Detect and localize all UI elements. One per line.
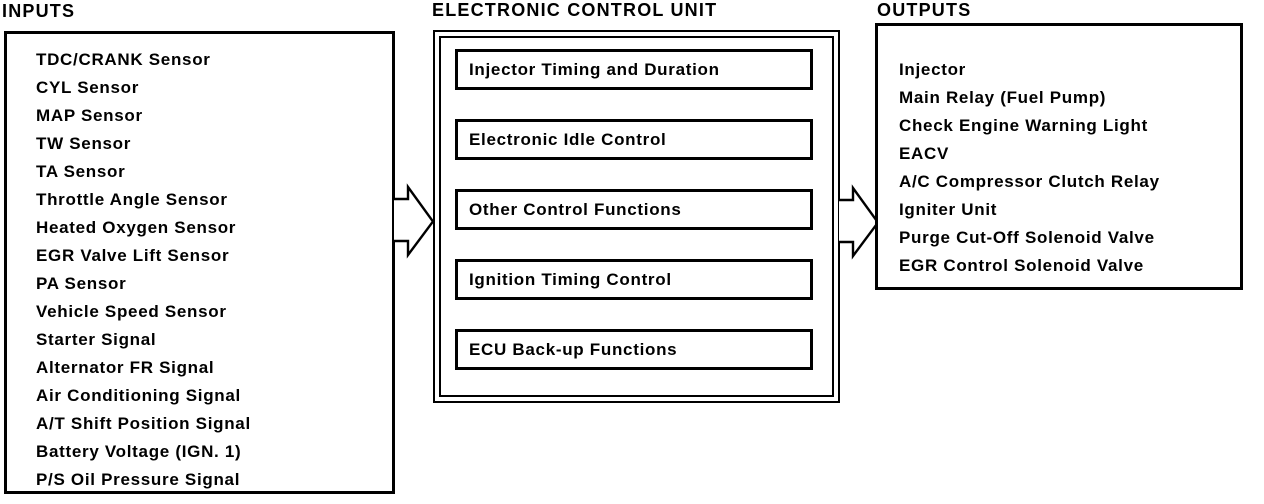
input-item: PA Sensor [36,274,127,293]
output-item: Purge Cut-Off Solenoid Valve [899,228,1155,247]
output-item: Check Engine Warning Light [899,116,1148,135]
input-item: EGR Valve Lift Sensor [36,246,230,265]
inputs-heading: INPUTS [2,1,76,21]
ecu-function-box: Ignition Timing Control [455,259,813,300]
input-item: Air Conditioning Signal [36,386,241,405]
input-item: TW Sensor [36,134,132,153]
ecu-heading: ELECTRONIC CONTROL UNIT [432,0,718,20]
output-item: Injector [899,60,967,79]
input-item: Battery Voltage (IGN. 1) [36,442,242,461]
input-item: Alternator FR Signal [36,358,215,377]
input-item: MAP Sensor [36,106,143,125]
ecu-function-box: Other Control Functions [455,189,813,230]
ecu-function-box: Electronic Idle Control [455,119,813,160]
output-item: Igniter Unit [899,200,998,219]
input-item: Heated Oxygen Sensor [36,218,237,237]
output-item: EGR Control Solenoid Valve [899,256,1144,275]
input-item: Throttle Angle Sensor [36,190,228,209]
ecu-function-box: ECU Back-up Functions [455,329,813,370]
output-item: EACV [899,144,950,163]
input-item: Starter Signal [36,330,157,349]
output-item: A/C Compressor Clutch Relay [899,172,1160,191]
input-item: TA Sensor [36,162,126,181]
input-item: A/T Shift Position Signal [36,414,251,433]
input-item: P/S Oil Pressure Signal [36,470,241,489]
input-item: Vehicle Speed Sensor [36,302,227,321]
inputs-to-ecu-arrow-icon [394,183,434,259]
outputs-heading: OUTPUTS [877,0,972,20]
ecu-to-outputs-arrow-icon [839,184,879,260]
output-item: Main Relay (Fuel Pump) [899,88,1107,107]
ecu-function-box: Injector Timing and Duration [455,49,813,90]
input-item: CYL Sensor [36,78,140,97]
input-item: TDC/CRANK Sensor [36,50,211,69]
